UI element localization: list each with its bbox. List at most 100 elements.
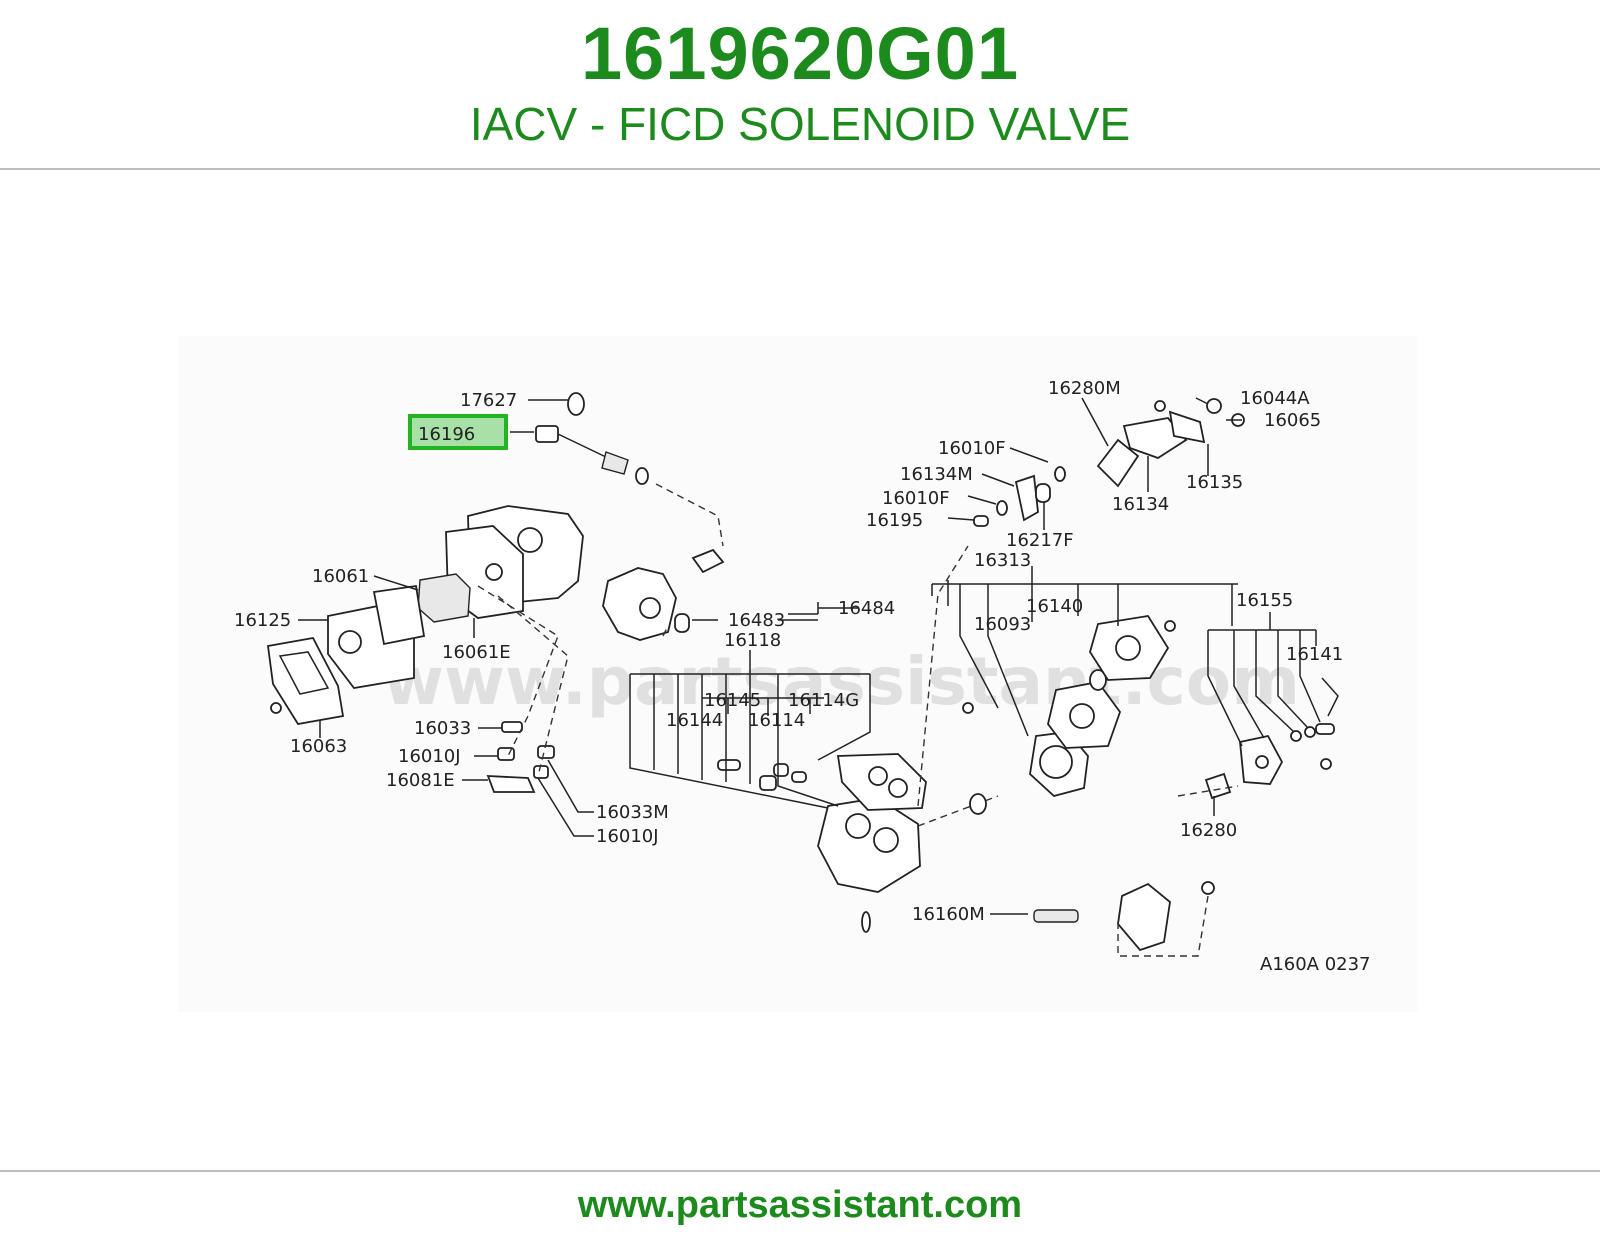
gasket-hole-1: [868, 766, 888, 786]
part-labels: 17627 16196 16061 16125 16061E 16063 160…: [234, 378, 1371, 975]
part-16033: [501, 721, 523, 733]
footer-divider: [0, 1170, 1600, 1172]
spring-16140: [1089, 669, 1107, 691]
diagram-reference-code: A160A 0237: [1260, 954, 1371, 975]
small-bolt: [962, 702, 974, 714]
label-16114: 16114: [748, 710, 805, 731]
diagram-svg: www.partsassistant.com: [178, 336, 1418, 1012]
dash-iacv: [655, 483, 724, 547]
part-16114: [773, 763, 789, 777]
gasket-port: [338, 630, 362, 654]
actuator-center: [1255, 755, 1269, 769]
throttle-body-bore: [517, 527, 543, 553]
dash-center-right: [917, 795, 999, 827]
lever-16134M: [1014, 474, 1039, 522]
label-16033: 16033: [414, 718, 471, 739]
label-16010J: 16010J: [398, 746, 461, 767]
mount-16280: [1204, 772, 1232, 800]
label-16313: 16313: [974, 550, 1031, 571]
washer-16010F: [1054, 466, 1066, 482]
small-bush: [1315, 723, 1335, 735]
bracket-16134: [1122, 417, 1188, 459]
manifold-group: [717, 545, 999, 933]
label-16134: 16134: [1112, 494, 1169, 515]
cover-screw: [1164, 620, 1176, 632]
label-16118: 16118: [724, 630, 781, 651]
part-16483: [674, 613, 690, 633]
label-16483: 16483: [728, 610, 785, 631]
washer-16010F-b: [996, 500, 1008, 516]
right-group: [1033, 677, 1339, 957]
dash-right-2: [1117, 895, 1209, 957]
label-16484: 16484: [838, 598, 895, 619]
part-16081E: [486, 775, 536, 793]
label-16134M: 16134M: [900, 464, 973, 485]
cover-center: [1115, 635, 1141, 661]
bracket-bolt: [1201, 881, 1215, 895]
label-16114G: 16114G: [788, 690, 859, 711]
label-17627: 17627: [460, 390, 517, 411]
small-bolt-right: [1320, 758, 1332, 770]
part-16114G: [791, 771, 807, 783]
label-16280: 16280: [1180, 820, 1237, 841]
label-16044A: 16044A: [1240, 388, 1310, 409]
label-16140: 16140: [1026, 596, 1083, 617]
seal-washer: [969, 793, 987, 815]
label-16061E: 16061E: [442, 642, 511, 663]
clip-top: [1154, 400, 1166, 412]
part-16010J-b: [533, 765, 549, 779]
ficd-group: [962, 398, 1245, 815]
iacv-o-ring: [635, 467, 649, 485]
exploded-parts-diagram: www.partsassistant.com: [178, 336, 1418, 1012]
small-washer-2: [1304, 726, 1316, 738]
iacv-lead: [557, 433, 609, 459]
throttle-sensor-shaft: [639, 597, 661, 619]
part-16061: [417, 573, 471, 623]
label-16061: 16061: [312, 566, 369, 587]
label-16010F: 16010F: [938, 438, 1006, 459]
label-16033M: 16033M: [596, 802, 669, 823]
bracket-16280M: [1096, 438, 1140, 488]
header-divider: [0, 168, 1600, 170]
small-washer-1: [1290, 730, 1302, 742]
gasket-hole-2: [888, 778, 908, 798]
label-16063: 16063: [290, 736, 347, 757]
part-16144: [717, 759, 741, 771]
label-16145: 16145: [704, 690, 761, 711]
manifold-bore-1: [845, 813, 871, 839]
bushing-16217F: [1035, 483, 1051, 503]
label-16125: 16125: [234, 610, 291, 631]
throttle-sensor-16484: [602, 567, 677, 641]
label-16010J-b: 16010J: [596, 826, 659, 847]
part-16145: [759, 775, 777, 791]
footer-site-link[interactable]: www.partsassistant.com: [577, 1184, 1023, 1226]
plate-16063: [266, 636, 345, 725]
label-16065: 16065: [1264, 410, 1321, 431]
part-name: IACV - FICD SOLENOID VALVE: [469, 98, 1131, 150]
label-16144: 16144: [666, 710, 723, 731]
label-16141: 16141: [1286, 644, 1343, 665]
label-16217F: 16217F: [1006, 530, 1074, 551]
throttle-body-port: [485, 563, 503, 581]
rod-16141: [1321, 677, 1339, 717]
lever-16135: [1168, 410, 1206, 444]
label-16010F-b: 16010F: [882, 488, 950, 509]
leader-lines: [298, 397, 1321, 915]
ficd-chamber: [1039, 745, 1073, 779]
iacv-connector-16196: [535, 425, 559, 443]
bolt-16195: [973, 515, 989, 527]
label-16196-highlighted: 16196: [418, 424, 475, 445]
label-16155: 16155: [1236, 590, 1293, 611]
dash-sensor: [662, 625, 669, 637]
throttle-body-group: [266, 392, 725, 793]
clip-17627: [567, 392, 585, 416]
gasket-outline: [372, 584, 426, 646]
spring-16160M: [1033, 909, 1079, 923]
nut-16044A: [1206, 398, 1222, 414]
manifold-bore-2: [873, 827, 899, 853]
label-16160M: 16160M: [912, 904, 985, 925]
label-16093: 16093: [974, 614, 1031, 635]
part-16033M: [537, 745, 555, 759]
highlighted-label-box: [408, 414, 508, 450]
